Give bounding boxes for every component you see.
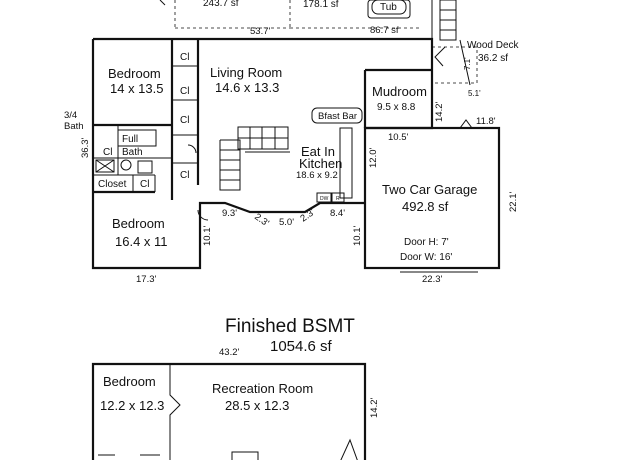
breakfast-bar-label: Bfast Bar xyxy=(318,111,357,122)
closet-label-3: Cl xyxy=(180,115,189,126)
dim-17-3: 17.3' xyxy=(136,274,156,285)
dim-22-1: 22.1' xyxy=(508,192,519,212)
dim-5-0: 5.0' xyxy=(279,217,294,228)
recreation-room-size: 28.5 x 12.3 xyxy=(225,398,289,413)
dim-2-3a: 2.3' xyxy=(252,211,271,229)
breakfast-bar xyxy=(311,107,363,124)
wood-deck-area: 36.2 sf xyxy=(478,53,508,64)
upper-area-right: 86.7 sf xyxy=(370,25,399,36)
bedroom-nw-name: Bedroom xyxy=(108,66,161,81)
full-bath-line1: Full xyxy=(122,134,138,145)
bedroom-sw-size: 16.4 x 11 xyxy=(115,234,168,249)
upper-area-left: 243.7 sf xyxy=(203,0,239,9)
dim-2-3b: 2.3' xyxy=(298,207,317,225)
bathtub xyxy=(367,0,411,19)
garage-name: Two Car Garage xyxy=(382,182,477,197)
basement-walls xyxy=(91,362,367,460)
dim-11-8: 11.8' xyxy=(476,116,496,127)
kitchen-size: 18.6 x 9.2 xyxy=(296,170,338,181)
dim-8-4: 8.4' xyxy=(330,208,345,219)
dim-10-1a: 10.1' xyxy=(202,226,213,246)
closet-label-1: Cl xyxy=(180,52,189,63)
dim-9-3: 9.3' xyxy=(222,208,237,219)
basement-title: Finished BSMT xyxy=(225,316,355,337)
wood-deck-outline xyxy=(431,46,478,84)
kitchen-line1: Eat In xyxy=(301,144,335,159)
closet-label-4: Cl xyxy=(180,170,189,181)
kitchen-line2: Kitchen xyxy=(299,156,342,171)
closet-label-6: Cl xyxy=(103,147,112,158)
dim-22-3: 22.3' xyxy=(422,274,442,285)
basement-bedroom-name: Bedroom xyxy=(103,374,156,389)
closet-label-2: Cl xyxy=(180,86,189,97)
living-room-size: 14.6 x 13.3 xyxy=(215,80,279,95)
upper-dim-53: 53.7' xyxy=(250,26,270,37)
dim-10-1b: 10.1' xyxy=(352,226,363,246)
closet-label-5: Cl xyxy=(140,179,149,190)
bath34-line1: 3/4 xyxy=(64,110,77,121)
basement-depth-dim: 14.2' xyxy=(369,398,380,418)
mudroom-size: 9.5 x 8.8 xyxy=(377,102,416,113)
dim-14-2: 14.2' xyxy=(434,102,445,122)
recreation-room-name: Recreation Room xyxy=(212,381,313,396)
mudroom-name: Mudroom xyxy=(372,84,427,99)
bath34-line2: Bath xyxy=(64,121,84,132)
garage-area: 492.8 sf xyxy=(402,199,449,214)
dim-10-5: 10.5' xyxy=(388,132,408,143)
dim-5-1: 5.1' xyxy=(468,89,481,98)
living-room-name: Living Room xyxy=(210,65,282,80)
dishwasher-label: DW xyxy=(320,196,329,202)
refrigerator-label: R xyxy=(336,196,340,202)
upper-area-mid: 178.1 sf xyxy=(303,0,339,10)
garage-door-width: Door W: 16' xyxy=(400,252,452,263)
upper-tub-label: Tub xyxy=(380,2,397,13)
closet-label: Closet xyxy=(98,179,127,190)
full-bath-line2: Bath xyxy=(122,147,143,158)
basement-area: 1054.6 sf xyxy=(270,338,333,355)
dim-12-0: 12.0' xyxy=(368,148,379,168)
garage-door-height: Door H: 7' xyxy=(404,237,449,248)
dim-36-3: 36.3' xyxy=(80,138,91,158)
upper-floor-fragment: 243.7 sf 178.1 sf Tub 86.7 sf 53.7' xyxy=(159,0,457,41)
bedroom-sw-name: Bedroom xyxy=(112,216,165,231)
basement-bedroom-size: 12.2 x 12.3 xyxy=(100,398,164,413)
main-floor xyxy=(91,37,501,273)
basement-width-dim: 43.2' xyxy=(219,347,239,358)
bedroom-nw-size: 14 x 13.5 xyxy=(110,81,164,96)
dim-7-1: 7.1' xyxy=(463,57,472,70)
wood-deck-name: Wood Deck xyxy=(467,40,520,51)
